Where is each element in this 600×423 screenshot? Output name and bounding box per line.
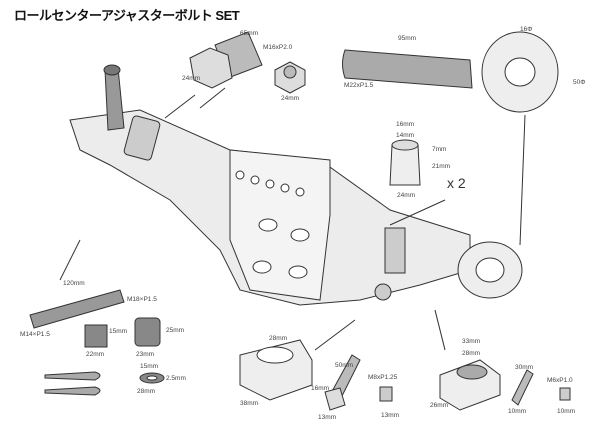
bolt-m6	[511, 369, 534, 406]
leader-lines	[59, 87, 526, 351]
spacer-step-label: 7mm	[432, 146, 447, 153]
nut-m6	[559, 387, 571, 401]
washer-inner-label: 15mm	[140, 363, 159, 370]
arm-adjuster	[384, 227, 406, 274]
arm-holes	[235, 170, 310, 279]
spacer-height-label: 21mm	[432, 163, 451, 170]
clamp2-bore-label: 28mm	[462, 350, 481, 357]
bolt8-length-label: 50mm	[335, 362, 354, 369]
spacer-outer-label: 16mm	[396, 121, 415, 128]
arm-bolt-collar	[123, 115, 161, 161]
washer-thick-label: 2.5mm	[166, 375, 186, 382]
pin-length-label: 120mm	[63, 280, 85, 287]
rod-bore-label: 16Φ	[520, 26, 533, 33]
rod-outer-label: 50Φ	[573, 79, 586, 86]
washer-outer-label: 28mm	[137, 388, 156, 395]
nut8-label: 13mm	[381, 412, 400, 419]
castle-small-w-label: 22mm	[86, 351, 105, 358]
clamp2-outer-label: 33mm	[462, 338, 481, 345]
clamp1-height-label: 16mm	[311, 385, 330, 392]
spacer-inner-label: 14mm	[396, 132, 415, 139]
castle-big-h-label: 25mm	[166, 327, 185, 334]
bolt8-head-label: 13mm	[318, 414, 337, 421]
rod-length-label: 95mm	[398, 35, 417, 42]
bolt6-head-label: 10mm	[508, 408, 527, 415]
castle-big-w-label: 23mm	[136, 351, 155, 358]
arm-clamp-bolt	[374, 283, 392, 301]
cotter-pin	[44, 386, 101, 396]
pin-thread-b-label: M14×P1.5	[20, 331, 50, 338]
bolt-length-label: 65mm	[240, 30, 259, 37]
cotter-pin	[44, 371, 101, 381]
spacer	[389, 144, 421, 186]
tapered-pin	[29, 289, 125, 329]
bolt-thread-label: M16xP2.0	[263, 44, 293, 51]
rod-thread-label: M22xP1.5	[344, 82, 374, 89]
bolt-head-label: 24mm	[182, 75, 201, 82]
spacer-base-label: 24mm	[397, 192, 416, 199]
nut-label: 24mm	[281, 95, 300, 102]
castle-nut-small	[84, 324, 108, 348]
ball-joint-nut	[103, 64, 121, 76]
spacer-qty-label: x 2	[447, 175, 466, 191]
pin-thread-a-label: M18×P1.5	[127, 296, 157, 303]
castle-nut-large	[134, 317, 161, 347]
ball-joint-stud	[104, 67, 125, 131]
castle-small-h-label: 15mm	[109, 328, 128, 335]
bolt8-thread-label: M8xP1.25	[368, 374, 398, 381]
nut6-label: 10mm	[557, 408, 576, 415]
clamp2-length-label: 26mm	[430, 402, 449, 409]
clamp1-bore-label: 28mm	[269, 335, 288, 342]
bolt-m8-head	[324, 387, 346, 411]
bolt-m16-head	[189, 47, 233, 89]
rod-end	[342, 49, 473, 89]
arm-plate	[229, 149, 331, 301]
page-title: ロールセンターアジャスターボルト SET	[14, 8, 240, 23]
clamp1-length-label: 38mm	[240, 400, 259, 407]
bolt6-length-label: 30mm	[515, 364, 534, 371]
bolt6-thread-label: M6xP1.0	[547, 377, 573, 384]
nut-m8	[379, 386, 393, 402]
